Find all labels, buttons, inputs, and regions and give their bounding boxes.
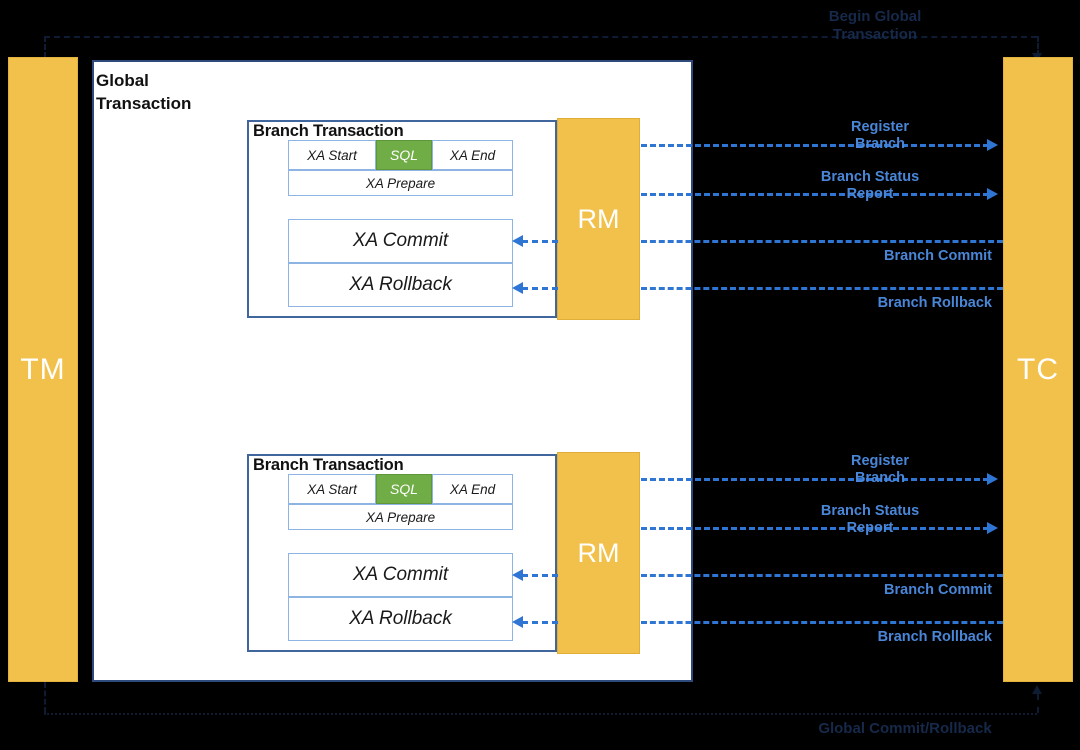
- branch-status-line-1: [641, 193, 989, 196]
- branch-status-arrow-2: [987, 522, 998, 534]
- branch-rollback-label-1: Branch Rollback: [877, 295, 992, 311]
- xa-end-cell-1[interactable]: XA End: [432, 140, 513, 170]
- branch-rollback-line-1: [641, 287, 1003, 290]
- branch-commit-label-1: Branch Commit: [884, 248, 992, 264]
- register-branch-line-1: [641, 144, 989, 147]
- branch-commit-line-inner-1: [522, 240, 558, 243]
- xa-rollback-cell-2[interactable]: XA Rollback: [288, 597, 513, 641]
- register-branch-label-1: Register Branch: [850, 119, 910, 152]
- xa-start-cell-2[interactable]: XA Start: [288, 474, 376, 504]
- finish-flow-label: Global Commit/Rollback: [818, 720, 992, 737]
- begin-flow-label: Begin Global Transaction: [828, 8, 922, 43]
- actor-bar-tc[interactable]: TC: [1003, 57, 1073, 682]
- xa-rollback-cell-1[interactable]: XA Rollback: [288, 263, 513, 307]
- branch-status-label-1: Branch Status Report: [820, 169, 920, 202]
- xa-commit-cell-2[interactable]: XA Commit: [288, 553, 513, 597]
- register-branch-label-2: Register Branch: [850, 453, 910, 486]
- branch-status-line-2: [641, 527, 989, 530]
- begin-flow-tm-riser: [44, 36, 46, 58]
- branch-rollback-line-inner-2: [522, 621, 558, 624]
- actor-bar-tm[interactable]: TM: [8, 57, 78, 682]
- register-branch-line-2: [641, 478, 989, 481]
- branch-commit-arrow-2: [512, 569, 523, 581]
- branch-commit-line-2: [641, 574, 1003, 577]
- xa-commit-cell-1[interactable]: XA Commit: [288, 219, 513, 263]
- branch-commit-line-1: [641, 240, 1003, 243]
- branch-commit-arrow-1: [512, 235, 523, 247]
- global-transaction-title: Global Transaction: [96, 71, 192, 113]
- begin-flow-line: [44, 36, 1037, 38]
- finish-flow-arrowhead: [1032, 685, 1042, 694]
- branch-rollback-line-2: [641, 621, 1003, 624]
- sql-cell-1[interactable]: SQL: [376, 140, 432, 170]
- branch-transaction-title-2: Branch Transaction: [253, 456, 404, 474]
- finish-flow-tc-riser: [1037, 694, 1039, 713]
- finish-flow-tm-drop: [44, 682, 46, 713]
- actor-label-tm: TM: [20, 352, 66, 386]
- register-branch-arrow-1: [987, 139, 998, 151]
- sql-cell-2[interactable]: SQL: [376, 474, 432, 504]
- xa-prepare-cell-1[interactable]: XA Prepare: [288, 170, 513, 196]
- actor-label-tc: TC: [1017, 352, 1059, 386]
- branch-status-label-2: Branch Status Report: [820, 503, 920, 536]
- branch-rollback-arrow-1: [512, 282, 523, 294]
- branch-commit-label-2: Branch Commit: [884, 582, 992, 598]
- branch-rollback-label-2: Branch Rollback: [877, 629, 992, 645]
- actor-bar-rm-2[interactable]: RM: [557, 452, 640, 654]
- branch-rollback-arrow-2: [512, 616, 523, 628]
- xa-start-cell-1[interactable]: XA Start: [288, 140, 376, 170]
- branch-rollback-line-inner-1: [522, 287, 558, 290]
- branch-commit-line-inner-2: [522, 574, 558, 577]
- actor-label-rm-2: RM: [577, 537, 620, 568]
- branch-status-arrow-1: [987, 188, 998, 200]
- branch-transaction-title-1: Branch Transaction: [253, 122, 404, 140]
- finish-flow-line: [44, 713, 1037, 715]
- actor-label-rm-1: RM: [577, 203, 620, 234]
- actor-bar-rm-1[interactable]: RM: [557, 118, 640, 320]
- xa-prepare-cell-2[interactable]: XA Prepare: [288, 504, 513, 530]
- begin-flow-tc-drop: [1037, 36, 1039, 56]
- register-branch-arrow-2: [987, 473, 998, 485]
- xa-end-cell-2[interactable]: XA End: [432, 474, 513, 504]
